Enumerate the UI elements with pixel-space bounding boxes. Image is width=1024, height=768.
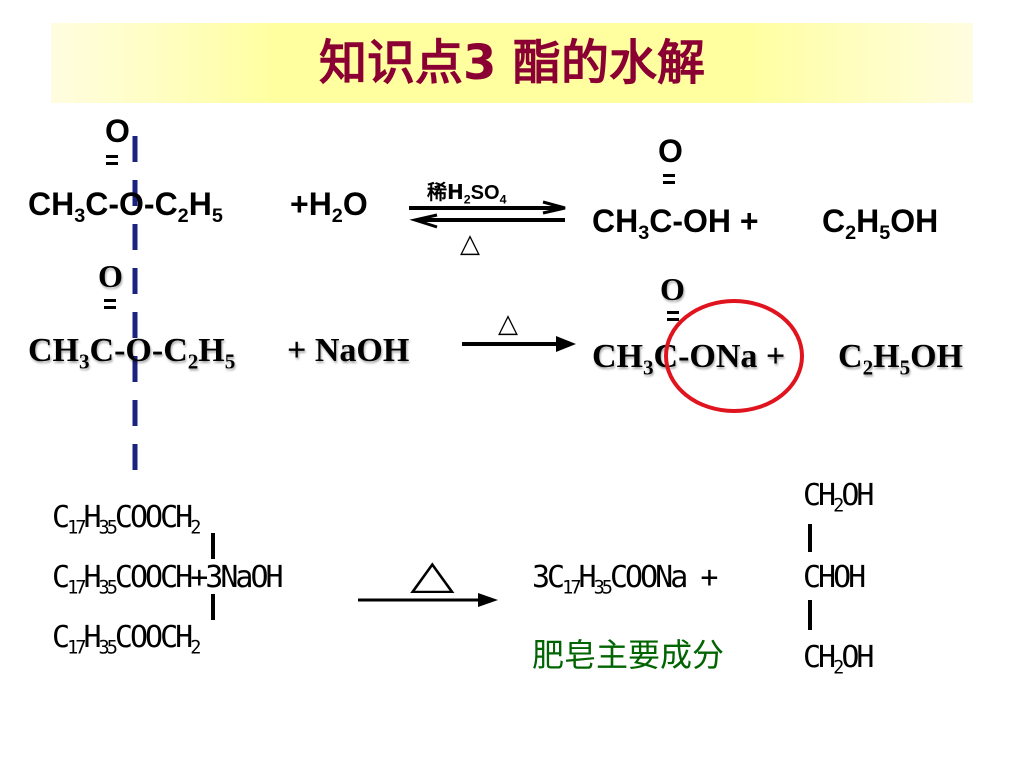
r3-fat-bond-lower bbox=[211, 594, 215, 620]
r2-ester-formula: CH3C-O-C2H5 bbox=[28, 332, 236, 374]
r2-sodium-acetate: CH3C-ONa + bbox=[592, 338, 786, 380]
r1-carbonyl-o: O bbox=[105, 113, 130, 149]
r1-catalyst: 稀H2SO4 bbox=[427, 180, 507, 207]
r3-heat-symbol: △ bbox=[410, 553, 455, 597]
r2-product-double-bond bbox=[667, 311, 679, 321]
r1-product-double-bond bbox=[663, 174, 675, 184]
r3-glycerol-bond-upper bbox=[808, 524, 812, 552]
r1-ethanol: C2H5OH bbox=[822, 203, 939, 244]
r1-equilibrium-arrow bbox=[409, 200, 566, 229]
r3-fat-bottom-chain: C17H35COOCH2 bbox=[52, 620, 201, 659]
r2-heat-symbol: △ bbox=[498, 308, 518, 338]
page-title: 知识点3 酯的水解 bbox=[318, 35, 706, 91]
r3-fat-bond-upper bbox=[211, 533, 215, 559]
r3-soap-formula: 3C17H35COONa + bbox=[532, 560, 718, 599]
r2-product-carbonyl-o: O bbox=[660, 271, 685, 307]
r3-glycerol-bottom: CH2OH bbox=[803, 640, 874, 679]
r1-heat-symbol: △ bbox=[460, 228, 480, 258]
highlight-circle bbox=[664, 299, 804, 413]
r3-fat-top-chain: C17H35COOCH2 bbox=[52, 500, 201, 539]
r1-double-bond bbox=[106, 155, 118, 165]
r1-acetic-acid: CH3C-OH + bbox=[592, 203, 759, 244]
r3-glycerol-middle: CHOH bbox=[803, 560, 866, 595]
title-band: 知识点3 酯的水解 bbox=[51, 23, 973, 103]
r3-soap-label: 肥皂主要成分 bbox=[532, 636, 725, 674]
r2-carbonyl-o: O bbox=[98, 258, 123, 294]
r2-reaction-arrow bbox=[462, 336, 576, 352]
r3-fat-middle-chain: C17H35COOCH+3NaOH bbox=[52, 560, 284, 599]
r2-double-bond bbox=[104, 299, 116, 309]
r1-water: +H2O bbox=[290, 186, 368, 227]
r1-product-carbonyl-o: O bbox=[658, 133, 683, 169]
r2-ethanol: C2H5OH bbox=[838, 338, 964, 380]
r3-glycerol-bond-lower bbox=[808, 600, 812, 630]
cleavage-dashed-line bbox=[132, 136, 138, 475]
r3-glycerol-top: CH2OH bbox=[803, 478, 874, 517]
r3-reaction-arrow bbox=[358, 593, 498, 607]
r2-naoh: + NaOH bbox=[287, 332, 410, 369]
r1-ester-formula: CH3C-O-C2H5 bbox=[28, 186, 223, 227]
